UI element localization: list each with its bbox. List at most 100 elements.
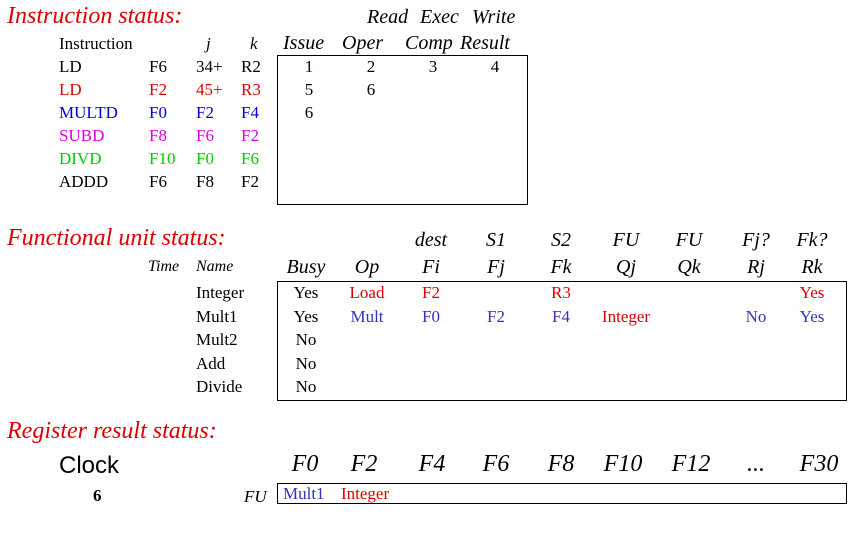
fu-busy: No xyxy=(295,330,317,349)
header-fj: Fj? xyxy=(742,229,770,251)
fu-name: Mult2 xyxy=(196,330,238,349)
fu-name: Integer xyxy=(196,283,245,302)
fu-name: Divide xyxy=(196,377,243,396)
header-fk-col: Fk xyxy=(550,256,572,278)
fu-op: Mult xyxy=(350,306,384,326)
register-header: F4 xyxy=(418,451,446,477)
fu-rj: No xyxy=(745,306,767,326)
fu-qj: Integer xyxy=(601,306,651,326)
instr-dest: F10 xyxy=(149,149,176,168)
header-comp: Comp xyxy=(405,32,453,54)
header-k: k xyxy=(250,34,258,53)
header-read: Read xyxy=(367,6,409,28)
instr-write: 4 xyxy=(490,57,500,76)
header-busy: Busy xyxy=(286,256,326,278)
instruction-status-title: Instruction status: xyxy=(7,3,183,29)
instr-op: DIVD xyxy=(59,149,102,168)
register-result-box xyxy=(277,483,847,504)
fu-busy: Yes xyxy=(293,283,319,302)
fu-op: Load xyxy=(349,283,385,302)
instr-dest: F2 xyxy=(149,80,167,99)
fu-fk: R3 xyxy=(551,283,571,302)
fu-label: FU xyxy=(244,487,267,506)
instr-read: 2 xyxy=(366,57,376,76)
instr-read: 6 xyxy=(366,80,376,99)
instr-j: 34+ xyxy=(196,57,223,76)
fu-name: Mult1 xyxy=(196,306,238,326)
register-header: F6 xyxy=(482,451,510,477)
instr-exec: 3 xyxy=(428,57,438,76)
fu-busy: No xyxy=(295,353,317,373)
header-rk: Rk xyxy=(801,256,823,278)
instr-k: F6 xyxy=(241,149,259,168)
header-time: Time xyxy=(148,258,180,275)
instr-j: F8 xyxy=(196,172,214,191)
instr-op: SUBD xyxy=(59,126,105,145)
fu-busy: Yes xyxy=(293,306,319,326)
header-name: Name xyxy=(196,258,234,275)
header-fu1: FU xyxy=(612,229,640,251)
header-fu2: FU xyxy=(675,229,703,251)
instr-k: F2 xyxy=(241,172,259,191)
instr-issue: 1 xyxy=(304,57,314,76)
register-header: F10 xyxy=(603,451,643,477)
fu-fk: F4 xyxy=(552,306,570,326)
instruction-status-box xyxy=(277,55,528,205)
header-fk: Fk? xyxy=(796,229,828,251)
header-exec: Exec xyxy=(420,6,459,28)
instr-dest: F0 xyxy=(149,103,167,122)
register-fu-f2: Integer xyxy=(341,484,390,503)
instr-j: 45+ xyxy=(196,80,223,99)
instr-dest: F8 xyxy=(149,126,167,145)
header-fj-col: Fj xyxy=(487,256,505,278)
header-fi: Fi xyxy=(422,256,440,278)
instr-j: F2 xyxy=(196,103,214,122)
register-header: F30 xyxy=(799,451,839,477)
header-qk: Qk xyxy=(677,256,701,278)
header-result: Result xyxy=(460,32,510,54)
register-header: F8 xyxy=(547,451,575,477)
header-j: j xyxy=(206,34,211,53)
header-qj: Qj xyxy=(616,256,636,278)
header-op: Op xyxy=(354,256,380,278)
instr-op: LD xyxy=(59,80,82,99)
instr-op: LD xyxy=(59,57,82,76)
instr-j: F0 xyxy=(196,149,214,168)
fu-busy: No xyxy=(295,377,317,396)
register-result-status-title: Register result status: xyxy=(7,418,217,444)
register-fu-f0: Mult1 xyxy=(283,484,325,503)
header-rj: Rj xyxy=(747,256,765,278)
clock-value: 6 xyxy=(93,486,102,505)
register-header: F12 xyxy=(671,451,711,477)
instr-k: R2 xyxy=(241,57,261,76)
header-issue: Issue xyxy=(283,32,325,54)
instr-issue: 6 xyxy=(304,103,314,122)
header-oper: Oper xyxy=(342,32,384,54)
header-s1: S1 xyxy=(486,229,506,251)
fu-rk: Yes xyxy=(799,306,825,326)
header-s2: S2 xyxy=(551,229,571,251)
register-header: F0 xyxy=(291,451,319,477)
register-header: F2 xyxy=(350,451,378,477)
instr-k: F4 xyxy=(241,103,259,122)
fu-fi: F0 xyxy=(422,306,440,326)
instr-op: ADDD xyxy=(59,172,109,191)
clock-label: Clock xyxy=(59,452,120,479)
instr-j: F6 xyxy=(196,126,214,145)
instr-dest: F6 xyxy=(149,57,167,76)
instr-k: F2 xyxy=(241,126,259,145)
fu-fj: F2 xyxy=(487,306,505,326)
register-header: ... xyxy=(747,451,765,477)
header-instruction: Instruction xyxy=(59,34,133,53)
fu-name: Add xyxy=(196,353,226,373)
header-dest: dest xyxy=(414,229,448,251)
instr-issue: 5 xyxy=(304,80,314,99)
functional-unit-status-box xyxy=(277,281,847,401)
fu-fi: F2 xyxy=(422,283,440,302)
instr-op: MULTD xyxy=(59,103,118,122)
instr-dest: F6 xyxy=(149,172,167,191)
fu-rk: Yes xyxy=(799,283,825,302)
header-write: Write xyxy=(472,6,516,28)
instr-k: R3 xyxy=(241,80,261,99)
functional-unit-status-title: Functional unit status: xyxy=(7,225,226,251)
